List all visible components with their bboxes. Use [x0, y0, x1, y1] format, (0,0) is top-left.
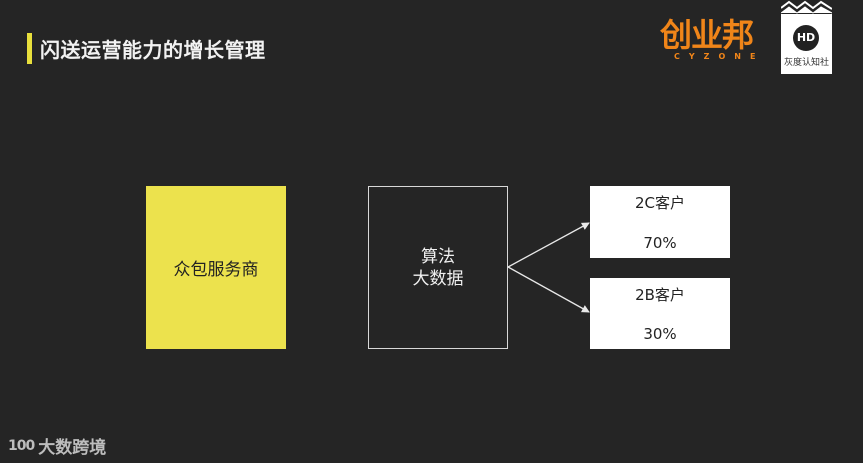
hd-mark-icon: HD: [793, 25, 819, 51]
hub-line2: 大数据: [412, 268, 464, 289]
cyzone-logo-en: CYZONE: [674, 52, 765, 61]
arrow-to-2c-icon: [507, 222, 590, 268]
hub-line1: 算法: [421, 246, 455, 267]
page-title: 闪送运营能力的增长管理: [40, 38, 266, 62]
arrow-to-2b-icon: [507, 266, 590, 313]
customer-2c-label: 2C客户: [634, 194, 686, 212]
zigzag-decoration-icon: [781, 0, 832, 14]
cyzone-logo-cn: 创业邦: [660, 16, 754, 54]
cyzone-logo: 创业邦 CYZONE: [660, 18, 760, 64]
footer-logo-icon: 100: [8, 437, 35, 454]
crowdsource-provider-label: 众包服务商: [173, 260, 259, 280]
customer-2b-box: 2B客户 30%: [590, 278, 730, 349]
customer-2c-value: 70%: [643, 234, 677, 252]
customer-2c-box: 2C客户 70%: [590, 186, 730, 258]
customer-2b-value: 30%: [643, 325, 677, 343]
customer-2b-label: 2B客户: [635, 286, 685, 304]
crowdsource-provider-box: 众包服务商: [146, 186, 286, 349]
huidu-logo: HD 灰度认知社: [781, 0, 832, 74]
algorithm-bigdata-box: 算法 大数据: [368, 186, 508, 349]
footer-brand: 100 大数跨境: [8, 433, 107, 459]
footer-text: 大数跨境: [38, 438, 107, 458]
huidu-label: 灰度认知社: [783, 58, 829, 68]
title-accent-bar: [27, 33, 32, 64]
